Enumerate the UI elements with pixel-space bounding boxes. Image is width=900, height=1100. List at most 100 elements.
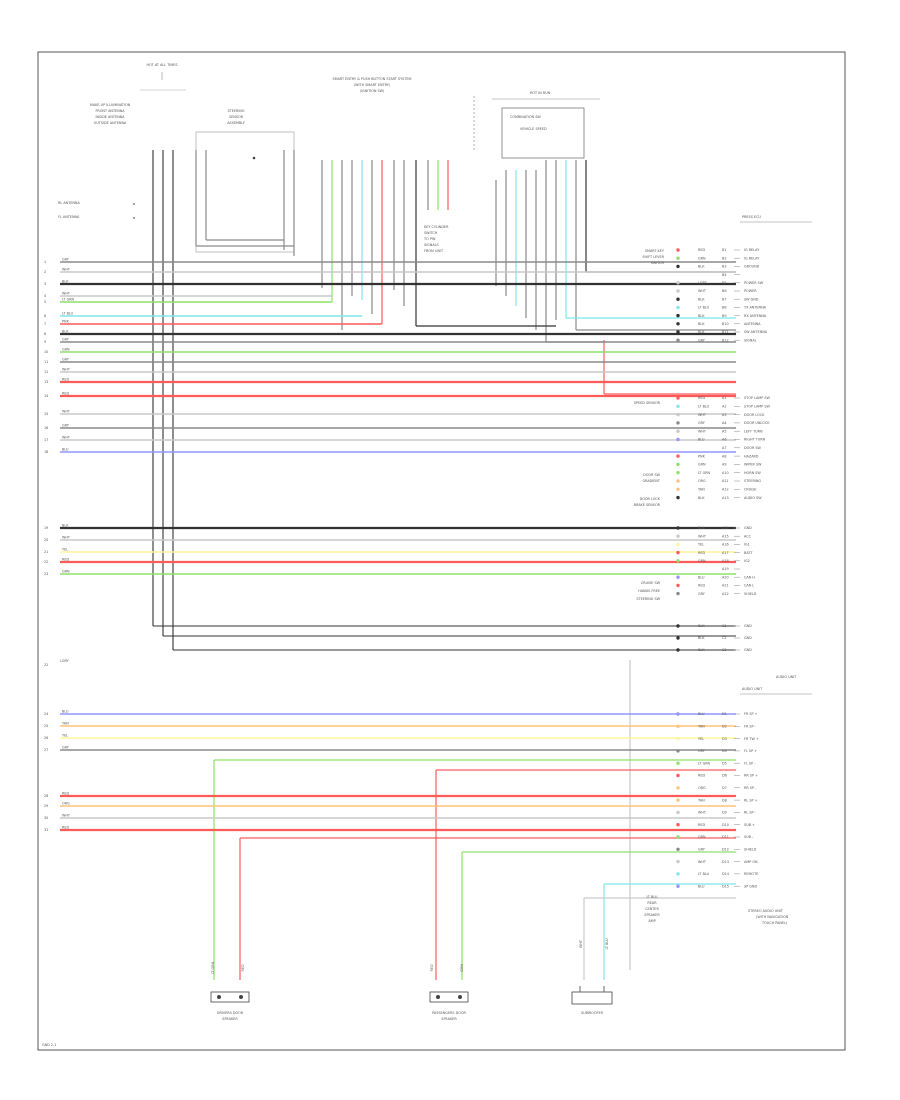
pin-label: TX ANTENNA: [743, 306, 767, 310]
pin-number: D15: [722, 884, 729, 888]
speaker-center: PASSENGERS DOOR SPEAKER RED GRN: [429, 964, 469, 1021]
audio-connector-label: AUDIO UNIT: [742, 687, 763, 691]
pin-dot: [676, 297, 680, 301]
speaker-left-wire-2: RED: [241, 964, 245, 971]
pin-number: B11: [722, 330, 729, 334]
steering-sensor-box: [195, 131, 295, 253]
audio-note-1: LT BLU: [646, 895, 658, 899]
pin-label: HAZARD: [744, 454, 759, 458]
pin-number: B2: [722, 256, 726, 260]
pin-number: A15: [722, 534, 729, 538]
pin-number: A7: [722, 446, 726, 450]
row-wire-label: YEL: [62, 548, 68, 552]
pin-wire-label: ORG: [698, 786, 706, 790]
right-top-connector-label: PRESS ECU: [742, 215, 761, 219]
pin-number: A13: [722, 496, 729, 500]
pin-wire-label: TAN: [697, 725, 705, 729]
combination-sw-box: [501, 107, 585, 159]
antenna-dot-2: [133, 217, 135, 219]
pin-dot: [676, 429, 680, 433]
rear-antenna-label: RL ANTENNA: [58, 201, 80, 205]
pin-dot: [676, 479, 680, 483]
audio-note-4: SPEAKER: [644, 913, 660, 917]
audio-note-3: CENTER: [645, 907, 659, 911]
pin-wire-label: WHT: [698, 429, 707, 433]
row-number: 31: [44, 828, 48, 832]
pin-dot: [676, 773, 680, 778]
right-top-note-2: SHIFT LEVER: [642, 255, 664, 259]
pin-dot: [676, 724, 680, 728]
pin-number: B4: [722, 273, 726, 277]
pin-number: D8: [722, 798, 727, 802]
pin-label: STEERING: [744, 479, 761, 483]
pin-number: A4: [722, 421, 726, 425]
pin-wire-label: BLK: [698, 314, 705, 318]
pin-number: D11: [722, 835, 729, 839]
pin-number: A8: [722, 454, 726, 458]
pin-wire-label: GRY: [698, 848, 706, 852]
pin-wire-label: WHT: [698, 811, 707, 815]
row-number: 27: [44, 748, 48, 752]
pin-label: GND: [744, 526, 752, 530]
row-number: 15: [44, 412, 48, 416]
pin-label: DOOR UNLOCK: [744, 421, 770, 425]
row-wire-label: WHT: [62, 410, 71, 414]
speaker-center-label-2: SPEAKER: [441, 1017, 457, 1021]
pin-wire-label: TAN: [697, 798, 705, 802]
left-header-3: INSIDE ANTENNA: [96, 115, 126, 119]
row-number: 24: [44, 712, 48, 716]
pin-label: DOOR SW: [744, 446, 762, 450]
key-cylinder-label: KEY CYLINDER: [424, 225, 449, 229]
steering-sensor-dot: [252, 156, 256, 160]
pin-number: A3: [722, 413, 726, 417]
pin-dot: [676, 534, 680, 538]
pin-wire-label: GRN: [698, 835, 706, 839]
pin-number: A10: [722, 471, 729, 475]
pin-wire-label: RED: [698, 248, 705, 252]
pin-number: D7: [722, 786, 727, 790]
audio-unit-label-2: (WITH NAVIGATION: [756, 915, 789, 919]
pin-number: C1: [722, 624, 727, 628]
pin-number: B1: [722, 248, 726, 252]
pin-label: IG RELAY: [744, 248, 760, 252]
speaker-center-label-1: PASSENGERS DOOR: [432, 1011, 466, 1015]
speaker-center-wire-2: GRN: [460, 964, 464, 972]
pin-wire-label: PNK: [698, 454, 706, 458]
row-wire-label: BLK: [62, 524, 69, 528]
sub-box-label: COMBINATION SW: [510, 115, 541, 119]
pin-wire-label: LT GRN: [698, 761, 711, 765]
pin-number: D6: [722, 774, 727, 778]
row-number: 3: [44, 282, 46, 286]
pin-dot: [676, 823, 680, 827]
pin-number: A21: [722, 584, 729, 588]
mid-header-2: SENSOR: [229, 115, 244, 119]
ground-right-note: AUDIO UNIT: [776, 675, 797, 679]
left-header-2: FRONT ANTENNA: [95, 109, 125, 113]
pin-dot: [676, 404, 680, 408]
pin-number: D12: [722, 848, 729, 852]
ground-left-wire: LGRY: [60, 659, 70, 663]
pin-number: B3: [722, 265, 726, 269]
pin-wire-label: GRN: [698, 256, 706, 260]
pin-number: D9: [722, 811, 727, 815]
speaker-right-wire-2: LT BLU: [605, 938, 609, 950]
pin-wire-label: GRN: [698, 463, 706, 467]
pin-wire-label: RED: [698, 774, 705, 778]
right-mid-note-2: DOOR SW: [643, 473, 661, 477]
top-label: HOT AT ALL TIMES: [146, 63, 177, 67]
pin-label: SHIELD: [744, 848, 757, 852]
pin-label: CRUISE: [744, 488, 757, 492]
pin-label: RR SP -: [744, 786, 757, 790]
row-wire-label: GRY: [62, 338, 70, 342]
pin-label: ANTENNA: [744, 322, 761, 326]
pin-label: REMOTE: [744, 872, 758, 876]
pin-number: A20: [722, 575, 729, 579]
pin-number: B7: [722, 297, 726, 301]
row-wire-label: RED: [62, 378, 69, 382]
pin-wire-label: GRY: [698, 749, 706, 753]
row-number: 30: [44, 816, 48, 820]
right-top-connector: PRESS ECU SMART KEY SHIFT LEVER SWITCH R…: [642, 215, 812, 342]
